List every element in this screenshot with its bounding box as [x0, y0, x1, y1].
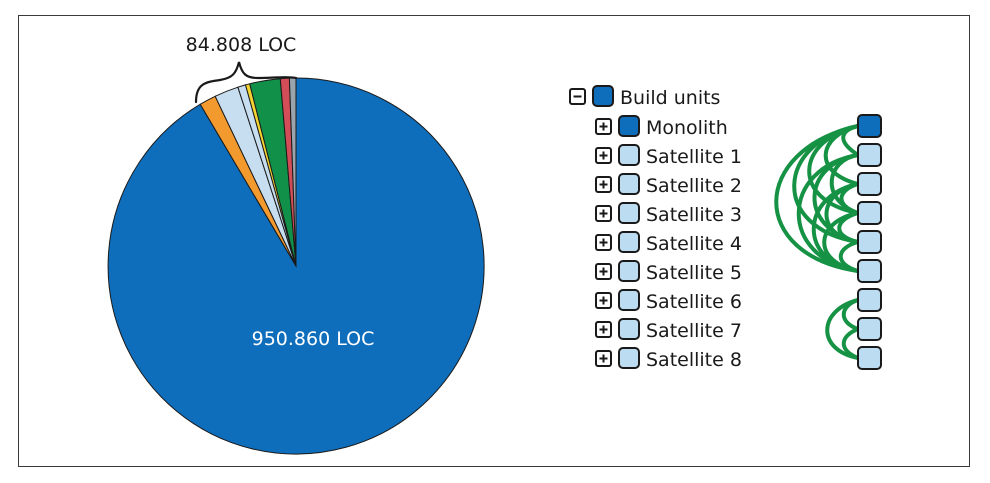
- minus-box-icon[interactable]: [569, 88, 586, 105]
- tree-item-label: Satellite 5: [646, 262, 742, 284]
- plus-box-icon[interactable]: [595, 263, 612, 280]
- tree-item-label: Satellite 6: [646, 291, 742, 313]
- tree-item-monolith[interactable]: Monolith: [595, 115, 728, 139]
- tree-item-label: Satellite 3: [646, 204, 742, 226]
- tree-item-label: Satellite 1: [646, 146, 742, 168]
- monolith-color-swatch: [618, 115, 640, 137]
- node-satellite-4[interactable]: [857, 230, 882, 254]
- build-units-color-swatch: [592, 85, 614, 107]
- tree-item-satellite-4[interactable]: Satellite 4: [595, 231, 742, 255]
- tree-item-satellite-3[interactable]: Satellite 3: [595, 202, 742, 226]
- plus-box-icon[interactable]: [595, 350, 612, 367]
- monolith-loc-label: 950.860 LOC: [252, 328, 375, 350]
- tree-item-satellite-7[interactable]: Satellite 7: [595, 318, 742, 342]
- node-satellite-2[interactable]: [857, 172, 882, 196]
- tree-item-satellite-5[interactable]: Satellite 5: [595, 260, 742, 284]
- tree-item-satellite-8[interactable]: Satellite 8: [595, 347, 742, 371]
- tree-item-label: Satellite 4: [646, 233, 742, 255]
- tree-item-label: Satellite 8: [646, 349, 742, 371]
- dependency-arc: [838, 240, 860, 273]
- plus-box-icon[interactable]: [595, 118, 612, 135]
- satellite-color-swatch: [618, 347, 640, 369]
- plus-box-icon[interactable]: [595, 205, 612, 222]
- tree-item-label: Monolith: [646, 117, 728, 139]
- satellite-color-swatch: [618, 173, 640, 195]
- tree-item-label: Satellite 7: [646, 320, 742, 342]
- dependency-arc: [841, 327, 860, 360]
- satellite-color-swatch: [618, 144, 640, 166]
- tree-root-label: Build units: [620, 87, 720, 109]
- node-satellite-8[interactable]: [857, 346, 882, 370]
- figure-frame: [18, 15, 970, 467]
- tree-item-satellite-2[interactable]: Satellite 2: [595, 173, 742, 197]
- plus-box-icon[interactable]: [595, 147, 612, 164]
- node-monolith[interactable]: [857, 114, 882, 138]
- satellite-color-swatch: [618, 202, 640, 224]
- plus-box-icon[interactable]: [595, 176, 612, 193]
- node-satellite-1[interactable]: [857, 143, 882, 167]
- dependency-arc: [825, 298, 860, 360]
- satellite-color-swatch: [618, 260, 640, 282]
- satellite-color-swatch: [618, 289, 640, 311]
- satellite-color-swatch: [618, 318, 640, 340]
- node-satellite-5[interactable]: [857, 259, 882, 283]
- dependency-arcs: [774, 124, 860, 360]
- plus-box-icon[interactable]: [595, 292, 612, 309]
- dependency-nodes: [857, 114, 882, 370]
- brace-icon: [194, 61, 298, 104]
- satellite-color-swatch: [618, 231, 640, 253]
- node-satellite-7[interactable]: [857, 317, 882, 341]
- tree-root[interactable]: Build units: [569, 85, 720, 109]
- tree-item-label: Satellite 2: [646, 175, 742, 197]
- node-satellite-3[interactable]: [857, 201, 882, 225]
- node-satellite-6[interactable]: [857, 288, 882, 312]
- plus-box-icon[interactable]: [595, 321, 612, 338]
- tree-item-satellite-6[interactable]: Satellite 6: [595, 289, 742, 313]
- dependency-arc: [774, 124, 860, 273]
- loc-pie-chart: [107, 77, 485, 455]
- plus-box-icon[interactable]: [595, 234, 612, 251]
- tree-children: Monolith Satellite 1 Satellite 2: [595, 115, 742, 371]
- small-units-loc-label: 84.808 LOC: [186, 34, 297, 56]
- tree-item-satellite-1[interactable]: Satellite 1: [595, 144, 742, 168]
